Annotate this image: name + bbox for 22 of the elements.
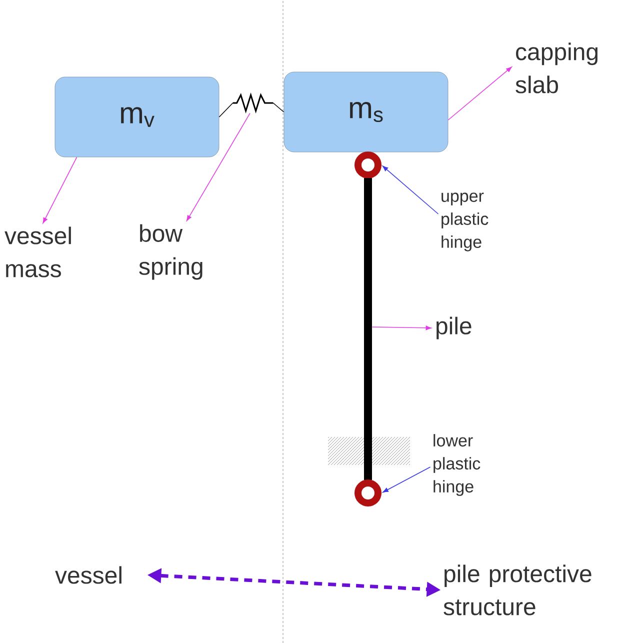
leader-line	[42, 156, 78, 224]
mass-box: m$_{v}$	[54, 76, 220, 158]
mass-box: m$_{s}$	[284, 72, 448, 152]
label-text: capping slab	[516, 42, 598, 94]
label-text: bow spring	[139, 224, 202, 280]
label-text: pile protective structure	[444, 564, 592, 616]
hinge-circle	[354, 152, 382, 178]
leader-line	[372, 326, 432, 330]
leader-line	[382, 466, 431, 493]
hinge-circle	[354, 480, 382, 506]
spring-line	[218, 102, 234, 118]
label-text: pile	[436, 316, 472, 340]
label-text: vessel mass	[4, 226, 71, 278]
label-text: lower plastic hinge	[434, 434, 480, 496]
leader-line	[448, 66, 512, 120]
spring-drawing	[232, 92, 274, 114]
spring-line	[272, 102, 284, 112]
pile-bar	[364, 178, 372, 480]
label-text: vessel	[55, 566, 122, 584]
leader-line	[186, 112, 250, 222]
label-text: upper plastic hinge	[442, 192, 488, 252]
leader-line	[382, 166, 439, 214]
